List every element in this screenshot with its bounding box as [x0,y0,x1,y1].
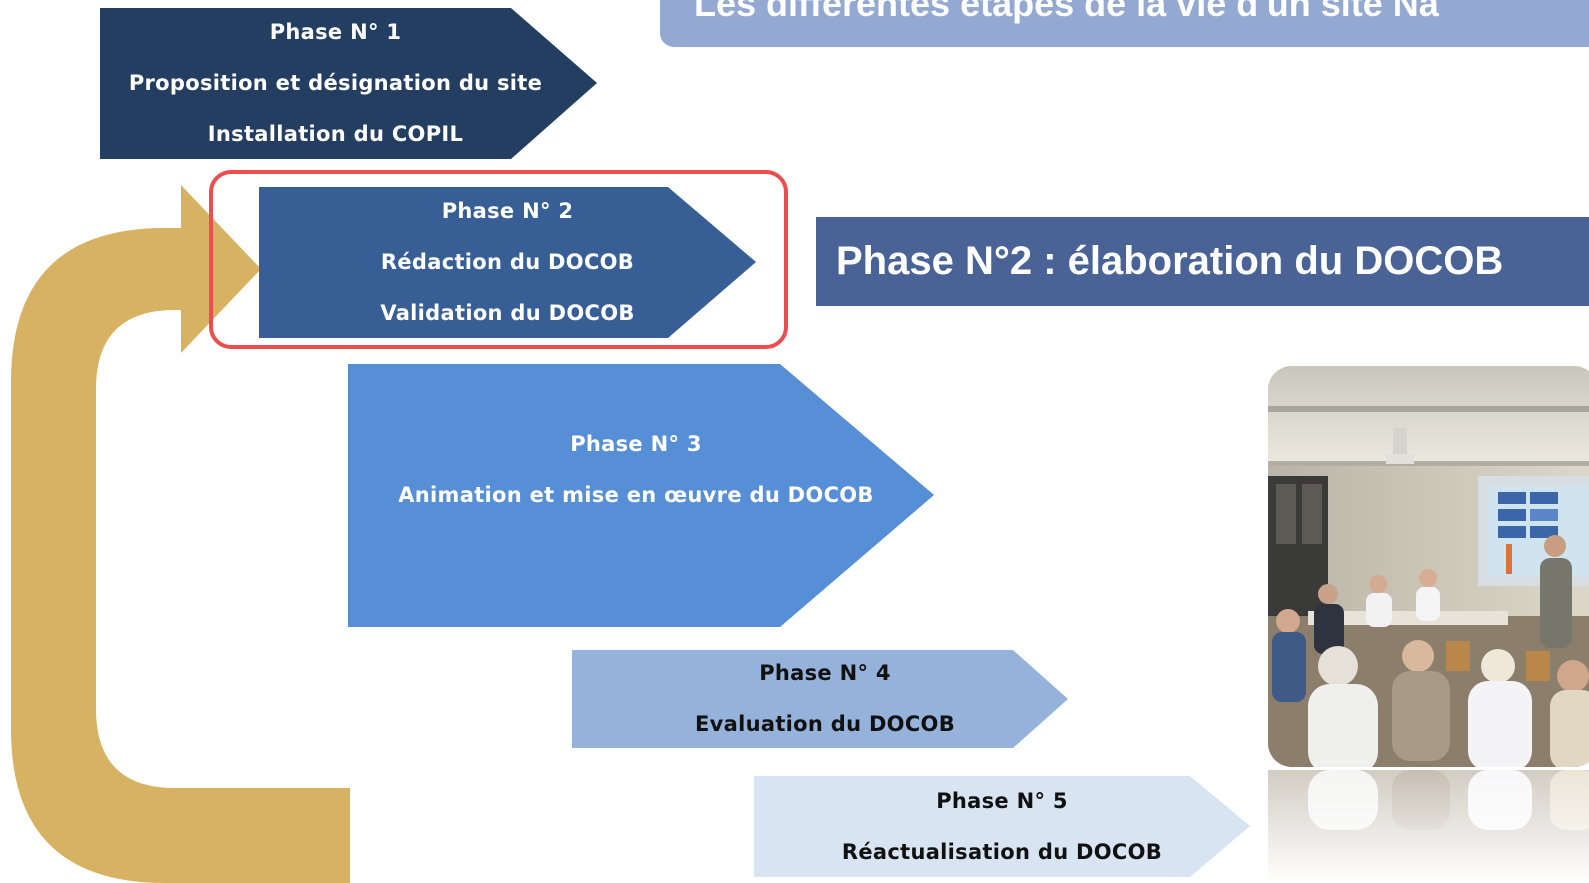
phase-5-line-1: Réactualisation du DOCOB [841,839,1163,864]
phase-4-line-1: Evaluation du DOCOB [695,712,955,736]
phase-4-arrow: Phase N° 4 Evaluation du DOCOB [572,650,1068,748]
phase-2-line-2: Validation du DOCOB [380,301,635,325]
phase-3-line-1: Animation et mise en œuvre du DOCOB [398,483,874,507]
phase-4-label: Phase N° 4 [759,661,891,685]
cycle-arrow-body [11,185,350,883]
phase-1-line-2: Installation du COPIL [207,122,464,146]
phase-1-line-1: Proposition et désignation du site [128,71,543,95]
meeting-photo [1268,366,1589,767]
banner-title: Les différentes étapes de la vie d'un si… [694,0,1439,24]
current-phase-title: Phase N°2 : élaboration du DOCOB [816,217,1589,306]
phase-3-arrow: Phase N° 3 Animation et mise en œuvre du… [348,364,934,627]
meeting-photo-reflection [1268,770,1589,883]
top-banner: Les différentes étapes de la vie d'un si… [660,0,1589,47]
phase-3-label: Phase N° 3 [570,432,702,456]
phase-2-label: Phase N° 2 [441,199,574,223]
cycle-arrow-icon [11,185,350,883]
phase-5-arrow: Phase N° 5 Réactualisation du DOCOB [754,776,1250,877]
phase-1-arrow: Phase N° 1 Proposition et désignation du… [100,8,597,159]
photo-reflection-illustration [1268,770,1589,883]
phase-2-line-1: Rédaction du DOCOB [380,250,635,274]
current-phase-highlight [209,170,788,349]
phase-2-arrow: Phase N° 2 Rédaction du DOCOB Validation… [259,187,756,338]
meeting-photo-illustration [1268,366,1589,767]
phase-1-label: Phase N° 1 [269,20,402,44]
phase-5-label: Phase N° 5 [936,788,1068,813]
